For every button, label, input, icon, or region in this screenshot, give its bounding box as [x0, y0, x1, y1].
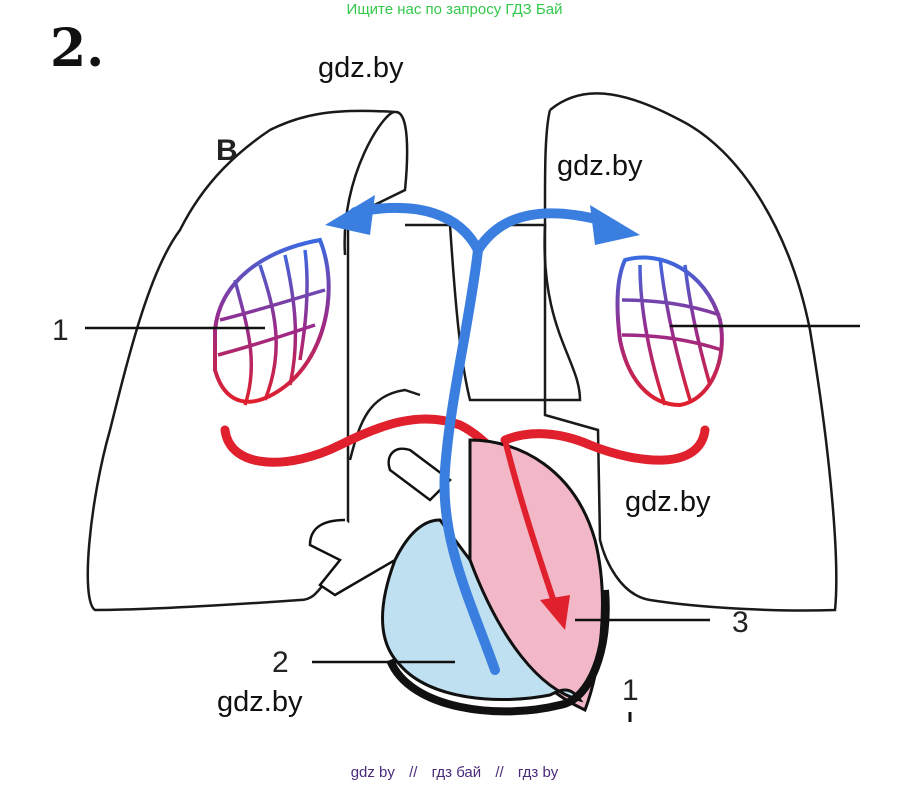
label-2: 2 — [272, 646, 289, 679]
heart-outer-wall — [386, 589, 610, 716]
label-b: В — [216, 134, 238, 167]
label-1: 1 — [52, 314, 69, 347]
watermark-top: gdz.by — [318, 52, 404, 84]
footer-separator: // — [495, 764, 504, 781]
right-capillary-network — [615, 255, 724, 408]
left-capillary-network — [213, 237, 331, 406]
task-number: 2. — [50, 18, 105, 79]
heart — [308, 438, 610, 716]
left-flow-arrow — [325, 195, 375, 235]
watermark-bottom-left: gdz.by — [217, 686, 303, 718]
top-banner[interactable]: Ищите нас по запросу ГДЗ Бай — [346, 1, 563, 18]
vena-cava-stub — [308, 518, 396, 597]
mediastinum-lower — [348, 388, 421, 461]
arterial-flow-arrow — [540, 595, 570, 630]
footer-separator: // — [409, 764, 418, 781]
arterial-flow-line — [502, 437, 558, 608]
mediastinum-outline — [405, 223, 582, 402]
pulmonary-artery-left-branch — [350, 202, 483, 255]
right-lung-outline — [543, 92, 838, 612]
pulmonary-artery-trunk — [439, 245, 500, 675]
label-3: 3 — [732, 606, 749, 639]
right-flow-arrow — [590, 205, 640, 245]
left-lung-outline — [86, 109, 409, 612]
pulmonary-artery-right-branch — [473, 208, 605, 255]
watermark-upper-right: gdz.by — [557, 150, 643, 182]
footer-link-gdz-bai[interactable]: гдз бай — [431, 764, 482, 781]
footer-link-gdz-by-cyr[interactable]: гдз by — [517, 764, 559, 781]
heart-right-atrium — [381, 518, 584, 703]
watermark-middle-right: gdz.by — [625, 486, 711, 518]
label-bottom-mark: 1 — [622, 674, 639, 707]
footer-links: gdz by // гдз бай // гдз by — [0, 764, 909, 781]
right-pulmonary-vein — [500, 425, 710, 465]
footer-link-gdz-by[interactable]: gdz by — [350, 764, 395, 781]
